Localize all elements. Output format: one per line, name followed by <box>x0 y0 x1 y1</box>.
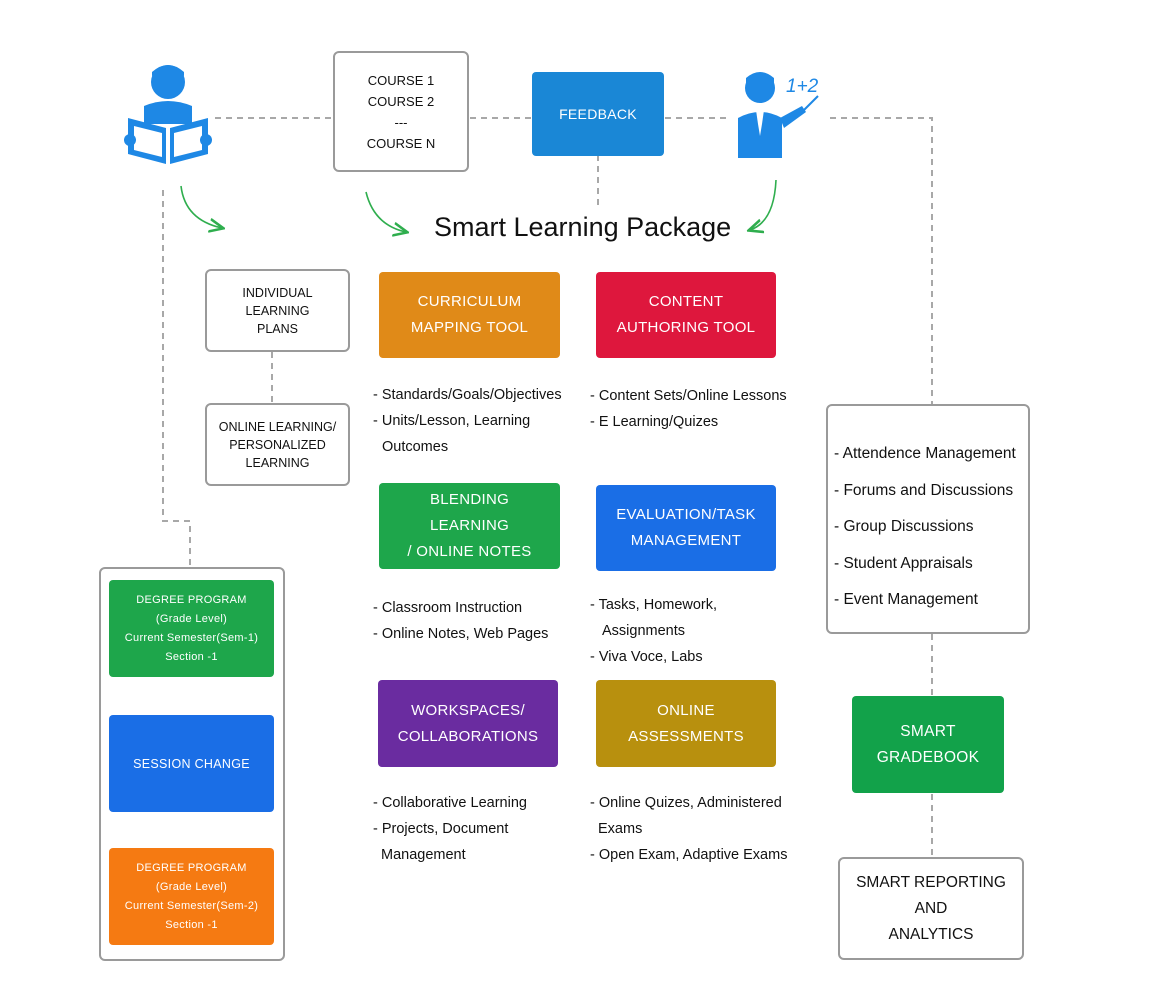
course-item: COURSE 2 <box>367 93 435 109</box>
tool-label: ONLINE <box>657 701 715 719</box>
courses-box: COURSE 1 COURSE 2 --- COURSE N <box>333 51 469 172</box>
degree-label: (Grade Level) <box>155 612 228 625</box>
list-item: - Open Exam, Adaptive Exams <box>590 847 788 863</box>
tool-label: / ONLINE NOTES <box>407 543 532 560</box>
reporting-label: ANALYTICS <box>888 925 974 943</box>
online-line: PERSONALIZED <box>229 437 326 452</box>
management-item: - Forums and Discussions <box>834 481 1014 499</box>
assessments-items: - Online Quizes, Administered Exams - Op… <box>590 790 787 868</box>
list-item: - Viva Voce, Labs <box>590 649 703 665</box>
plans-line: PLANS <box>257 321 298 336</box>
blending-items: - Classroom Instruction - Online Notes, … <box>373 595 548 647</box>
evaluation-items: - Tasks, Homework, Assignments - Viva Vo… <box>590 592 717 670</box>
management-item: - Event Management <box>834 591 978 608</box>
green-arrow-1 <box>180 185 222 228</box>
management-item: - Student Appraisals <box>834 554 973 572</box>
list-item: Assignments <box>602 623 686 639</box>
tool-label: ASSESSMENTS <box>628 727 744 745</box>
curriculum-items: - Standards/Goals/Objectives - Units/Les… <box>373 382 562 460</box>
list-item: - Content Sets/Online Lessons <box>590 388 787 404</box>
degree-label: Section -1 <box>165 918 218 931</box>
tool-label: CONTENT <box>648 293 724 310</box>
management-item: - Attendence Management <box>834 445 1016 462</box>
gradebook-label: GRADEBOOK <box>876 748 980 766</box>
degree-label: Current Semester(Sem-1) <box>124 631 259 644</box>
teacher-to-management-line <box>830 117 933 404</box>
management-box <box>826 404 1030 634</box>
list-item: - Tasks, Homework, <box>590 597 718 613</box>
curriculum-mapping-tool-box: CURRICULUM MAPPING TOOL <box>379 272 560 358</box>
feedback-box: FEEDBACK <box>532 72 664 156</box>
tool-label: BLENDING LEARNING <box>429 491 510 534</box>
reporting-label: AND <box>914 899 948 917</box>
session-change-box: SESSION CHANGE <box>109 715 274 812</box>
online-line: ONLINE LEARNING/ <box>218 419 337 434</box>
online-line: LEARNING <box>245 455 310 470</box>
list-item: - Classroom Instruction <box>373 600 523 616</box>
tool-label: MAPPING TOOL <box>410 319 529 336</box>
smart-gradebook-box: SMART GRADEBOOK <box>852 696 1004 793</box>
list-item: Exams <box>598 821 643 837</box>
blending-learning-box: BLENDING LEARNING / ONLINE NOTES <box>379 483 560 569</box>
list-item: - Projects, Document <box>373 821 509 837</box>
degree-label: (Grade Level) <box>155 880 228 893</box>
list-item: - E Learning/Quizes <box>590 414 719 430</box>
list-item: Outcomes <box>382 439 449 455</box>
smart-reporting-box: SMART REPORTING AND ANALYTICS <box>838 857 1024 960</box>
green-arrow-2 <box>365 191 406 232</box>
reporting-label: SMART REPORTING <box>856 873 1006 891</box>
online-assessments-box: ONLINE ASSESSMENTS <box>596 680 776 767</box>
workspaces-box: WORKSPACES/ COLLABORATIONS <box>378 680 558 767</box>
page-title: Smart Learning Package <box>434 212 732 242</box>
degree-program-sem2-box: DEGREE PROGRAM (Grade Level) Current Sem… <box>109 848 274 945</box>
content-authoring-tool-box: CONTENT AUTHORING TOOL <box>596 272 776 358</box>
online-learning-box: ONLINE LEARNING/ PERSONALIZED LEARNING <box>205 403 350 486</box>
tool-label: WORKSPACES/ <box>411 701 525 719</box>
list-item: - Units/Lesson, Learning <box>373 413 531 429</box>
student-to-degree-line <box>162 190 191 568</box>
management-item: - Group Discussions <box>834 518 974 535</box>
list-item: - Standards/Goals/Objectives <box>373 387 562 403</box>
degree-label: DEGREE PROGRAM <box>136 861 247 874</box>
course-item: COURSE 1 <box>367 72 435 88</box>
course-item: COURSE N <box>366 135 436 151</box>
individual-plans-box: INDIVIDUAL LEARNING PLANS <box>205 269 350 352</box>
tool-label: MANAGEMENT <box>630 532 742 549</box>
list-item: - Online Notes, Web Pages <box>373 626 549 642</box>
teacher-formula: 1+2 <box>786 76 819 97</box>
workspaces-items: - Collaborative Learning - Projects, Doc… <box>373 790 527 868</box>
degree-label: Section -1 <box>165 650 218 663</box>
gradebook-label: SMART <box>900 722 956 740</box>
tool-label: COLLABORATIONS <box>397 727 539 745</box>
degree-program-sem1-box: DEGREE PROGRAM (Grade Level) Current Sem… <box>109 580 274 677</box>
tool-label: EVALUATION/TASK <box>616 506 756 523</box>
green-arrow-3 <box>750 179 777 230</box>
list-item: - Collaborative Learning <box>373 795 527 811</box>
list-item: Management <box>381 847 466 863</box>
plans-line: LEARNING <box>245 303 310 318</box>
session-change-label: SESSION CHANGE <box>133 756 250 771</box>
feedback-label: FEEDBACK <box>559 106 637 122</box>
degree-label: Current Semester(Sem-2) <box>124 899 259 912</box>
list-item: - Online Quizes, Administered <box>590 795 782 811</box>
management-list: - Attendence Management - Forums and Dis… <box>834 436 1016 619</box>
tool-label: AUTHORING TOOL <box>616 319 756 336</box>
teacher-icon: 1+2 <box>734 66 830 166</box>
student-reading-icon <box>122 62 214 167</box>
content-items: - Content Sets/Online Lessons - E Learni… <box>590 383 787 435</box>
tool-label: CURRICULUM <box>417 293 522 310</box>
plans-line: INDIVIDUAL <box>242 285 313 300</box>
evaluation-task-box: EVALUATION/TASK MANAGEMENT <box>596 485 776 571</box>
degree-label: DEGREE PROGRAM <box>136 593 247 606</box>
course-item: --- <box>394 114 408 130</box>
